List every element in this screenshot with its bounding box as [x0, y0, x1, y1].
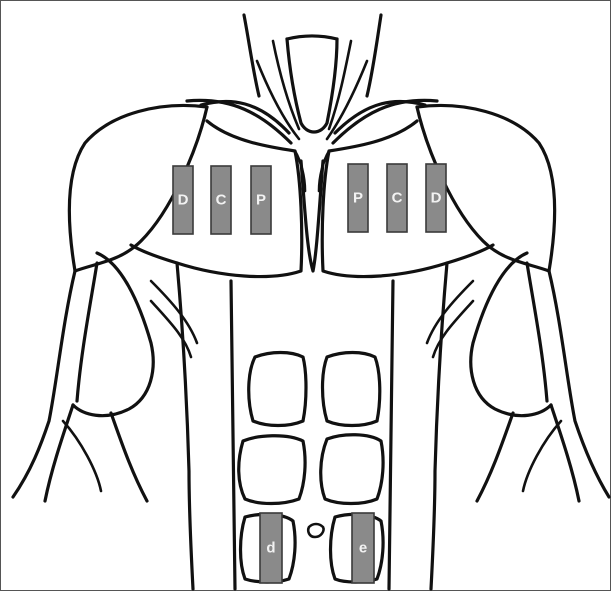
electrode-label: C [216, 192, 227, 209]
neck [201, 15, 425, 139]
electrode-label: e [359, 540, 367, 557]
shoulders [69, 100, 554, 271]
left-chest-electrodes: P C D [348, 164, 446, 232]
arms [13, 253, 609, 501]
electrode-label: C [392, 190, 403, 207]
waist [177, 263, 447, 589]
electrode-label: P [256, 192, 266, 209]
electrode-label: D [431, 190, 442, 207]
electrode-label: P [353, 190, 363, 207]
electrode-label: D [178, 192, 189, 209]
electrode-label: d [266, 540, 275, 557]
right-chest-electrodes: D C P [173, 166, 271, 234]
